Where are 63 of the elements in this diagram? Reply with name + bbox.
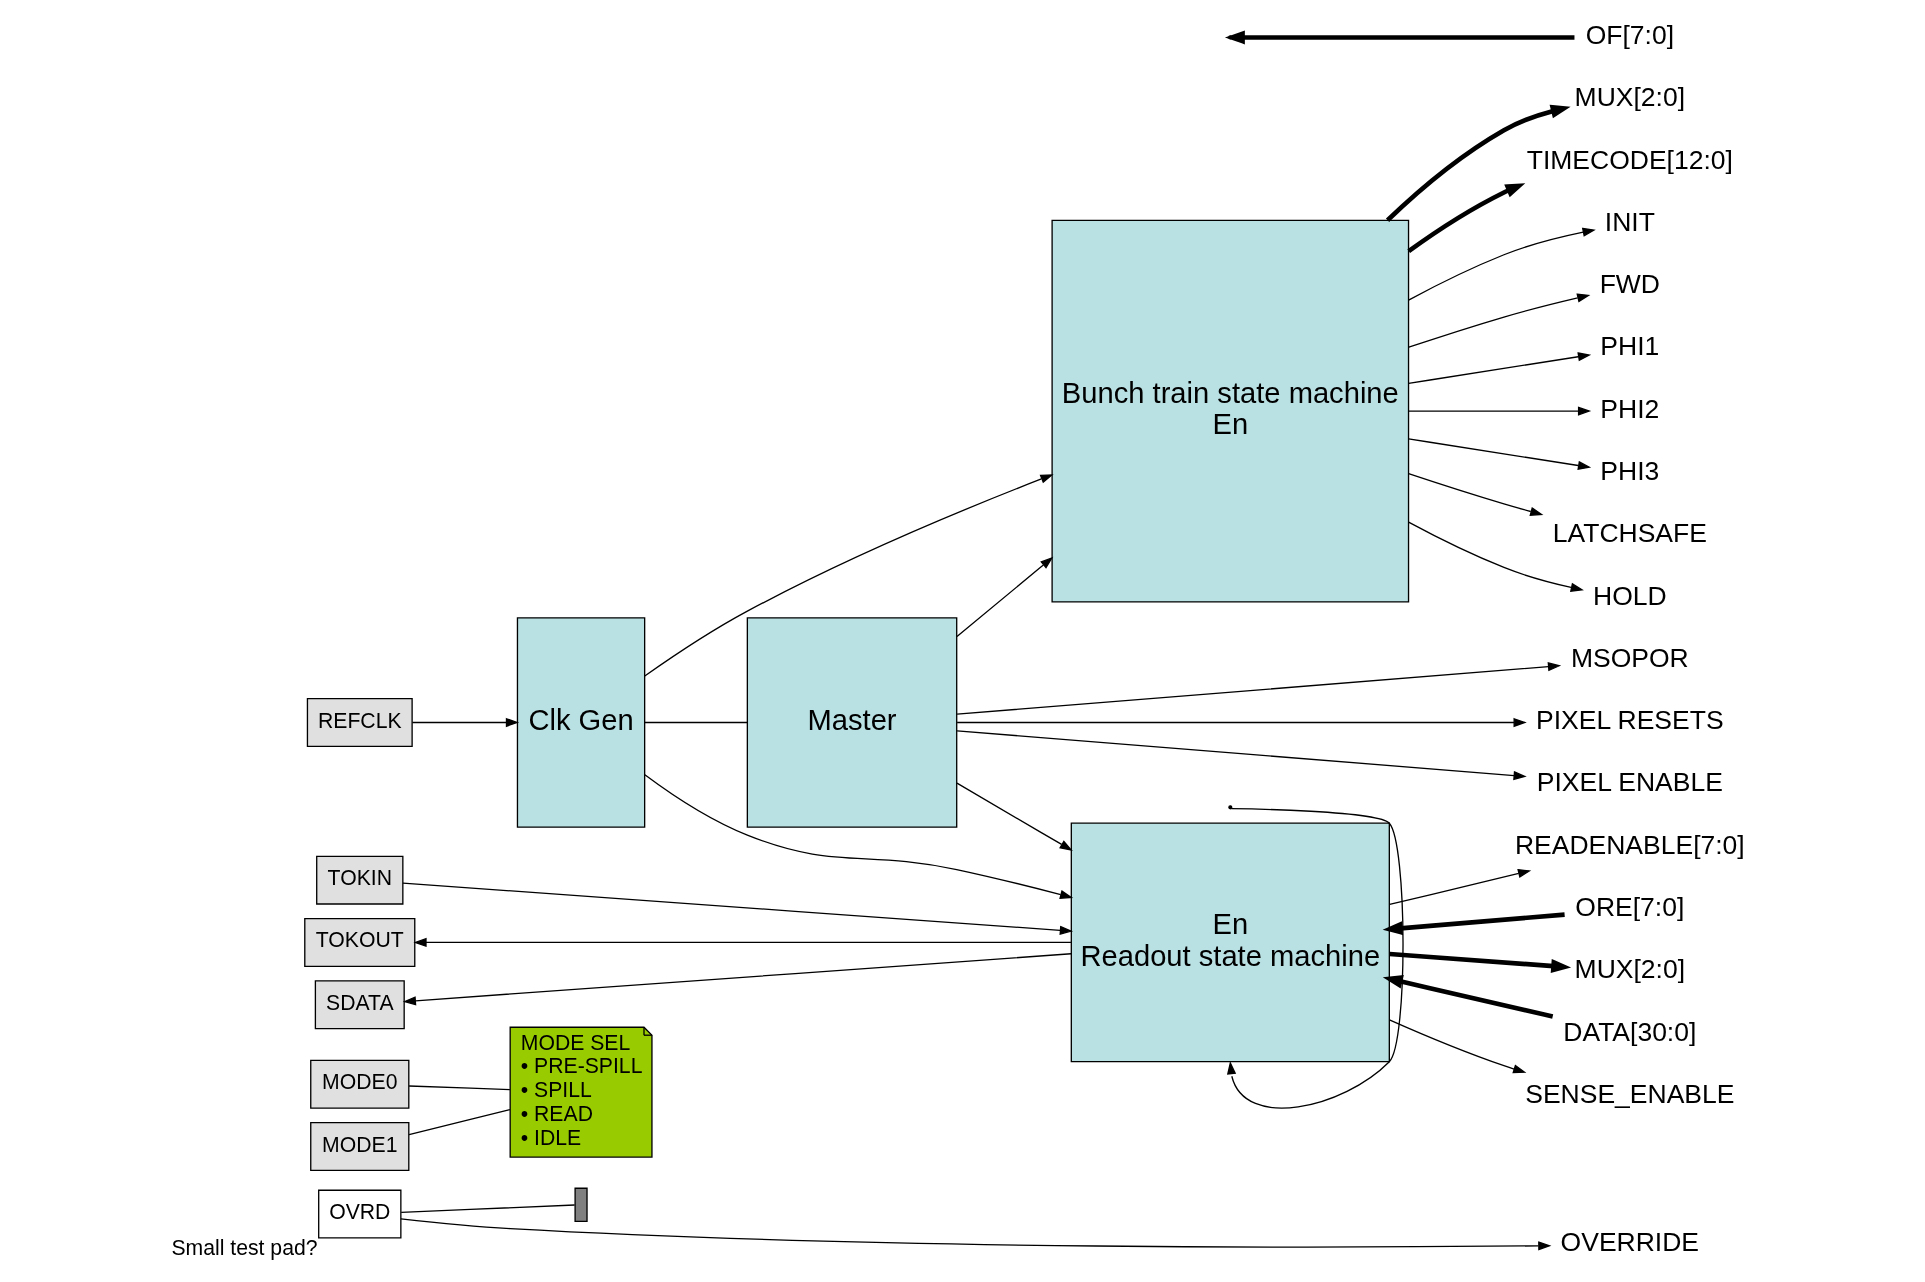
arrow (1382, 912, 1565, 936)
arrow (1406, 183, 1525, 254)
arrow (1226, 807, 1404, 1109)
node-text: PIXEL ENABLE (1536, 767, 1723, 798)
node-text: FWD (1599, 269, 1660, 300)
node-text: INIT (1604, 206, 1655, 237)
node-text: PHI1 (1599, 331, 1659, 362)
node-box: TOKIN (315, 855, 403, 905)
arrow (955, 782, 1073, 852)
node-label: Small test pad? (170, 1235, 318, 1259)
arrow (643, 774, 1073, 900)
connector (407, 1108, 511, 1136)
node-text: SENSE_ENABLE (1524, 1078, 1734, 1109)
arrow (1407, 352, 1591, 384)
node-text: MUX[2:0] (1574, 954, 1685, 985)
node-text: PHI2 (1599, 393, 1659, 424)
node-text: HOLD (1592, 580, 1667, 611)
node-text: ORE[7:0] (1574, 891, 1684, 922)
node-text: DATA[30:0] (1562, 1016, 1696, 1047)
arrow (1407, 406, 1591, 416)
connector (400, 1204, 575, 1214)
arrow (411, 717, 519, 728)
node-text: OVERRIDE (1560, 1227, 1699, 1258)
node-box: Master (746, 617, 957, 828)
arrow (1385, 104, 1571, 222)
arrow (401, 882, 1073, 935)
connector (407, 1085, 511, 1091)
node-box: SDATA (314, 980, 405, 1030)
connector (643, 721, 748, 724)
arrow (1407, 521, 1584, 592)
node-box: REFCLK (306, 697, 413, 747)
node-text: MUX[2:0] (1574, 82, 1685, 113)
arrow (1382, 974, 1553, 1019)
arrow (1407, 293, 1590, 348)
node-box: OVRD (317, 1189, 402, 1239)
arrow (412, 937, 1072, 948)
node-box: MODE1 (309, 1122, 409, 1171)
node-text: READENABLE[7:0] (1514, 829, 1745, 860)
arrow (955, 556, 1053, 638)
arrow (1407, 438, 1591, 471)
arrow (1388, 869, 1531, 906)
node-text: LATCHSAFE (1552, 518, 1707, 549)
node-text: MSOPOR (1570, 642, 1689, 673)
node-text: OF[7:0] (1585, 20, 1674, 51)
arrow (955, 717, 1527, 728)
arrow (1407, 472, 1543, 516)
node-box: Clk Gen (516, 617, 645, 828)
arrow (955, 730, 1527, 781)
arrow (1388, 951, 1571, 973)
arrow (643, 474, 1054, 677)
arrow (402, 953, 1072, 1006)
node-resistor (573, 1187, 588, 1223)
node-box: MODE0 (309, 1059, 409, 1109)
node-text: TIMECODE[12:0] (1526, 144, 1733, 175)
node-text: PHI3 (1599, 456, 1659, 487)
arrow (399, 1218, 1551, 1251)
node-box: En Readout state machine (1070, 822, 1390, 1063)
arrow (1388, 1019, 1526, 1074)
node-box: Bunch train state machine En (1050, 219, 1409, 603)
arrow (1407, 227, 1596, 301)
arrow (955, 662, 1561, 715)
node-text: PIXEL RESETS (1535, 705, 1724, 736)
node-box: TOKOUT (303, 917, 415, 967)
